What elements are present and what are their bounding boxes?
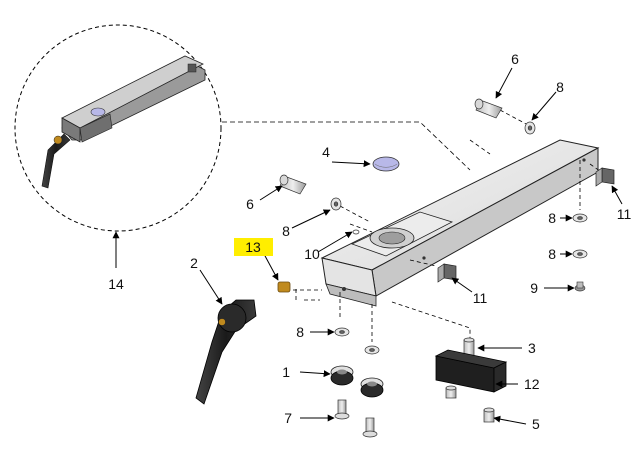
callout-5: 5 xyxy=(532,416,540,432)
pin-part xyxy=(352,229,360,235)
callout-11-left: 11 xyxy=(473,290,488,306)
callout-14: 14 xyxy=(108,276,124,292)
cap-part xyxy=(372,156,400,172)
leader-arrows xyxy=(112,67,623,425)
assembly-dashed-lines xyxy=(286,109,605,342)
t-nut-part-right xyxy=(595,167,615,187)
callout-8-right-upper: 8 xyxy=(548,210,556,226)
callout-8-left: 8 xyxy=(282,223,290,239)
small-screw-part xyxy=(574,281,586,292)
callout-12: 12 xyxy=(524,376,540,392)
callout-7: 7 xyxy=(284,410,292,426)
bolt-part-upper xyxy=(474,98,503,119)
detail-view-circle xyxy=(14,24,222,232)
callout-11-right: 11 xyxy=(617,206,632,222)
callout-4: 4 xyxy=(322,144,330,160)
cap-screws-part xyxy=(445,385,495,423)
callout-3: 3 xyxy=(528,340,536,356)
bottom-bolts-part xyxy=(334,399,378,438)
t-nut-part-left xyxy=(437,263,457,283)
callout-10: 10 xyxy=(304,246,320,262)
callout-6-lower: 6 xyxy=(246,196,254,212)
washers xyxy=(330,121,588,355)
lever-handle-part xyxy=(195,299,257,405)
set-screw-part xyxy=(277,281,291,293)
bolt-part-lower xyxy=(279,174,307,195)
callout-8-right-lower: 8 xyxy=(548,246,556,262)
callout-8-top: 8 xyxy=(556,79,564,95)
callout-2: 2 xyxy=(190,255,198,271)
clamp-block-part xyxy=(434,349,508,393)
knob-part xyxy=(330,365,384,398)
callout-6-upper: 6 xyxy=(511,51,519,67)
callout-1: 1 xyxy=(282,364,290,380)
main-arm-body xyxy=(320,139,600,307)
callout-labels: 1 2 3 4 5 6 6 7 8 8 8 8 8 9 10 11 11 12 … xyxy=(108,51,631,432)
callout-8-bottom: 8 xyxy=(296,324,304,340)
highlight-box xyxy=(234,238,273,256)
callout-9: 9 xyxy=(530,280,538,296)
callout-13: 13 xyxy=(245,239,261,255)
detail-leader-line xyxy=(222,121,471,171)
detail-arm-drawing xyxy=(41,55,206,189)
